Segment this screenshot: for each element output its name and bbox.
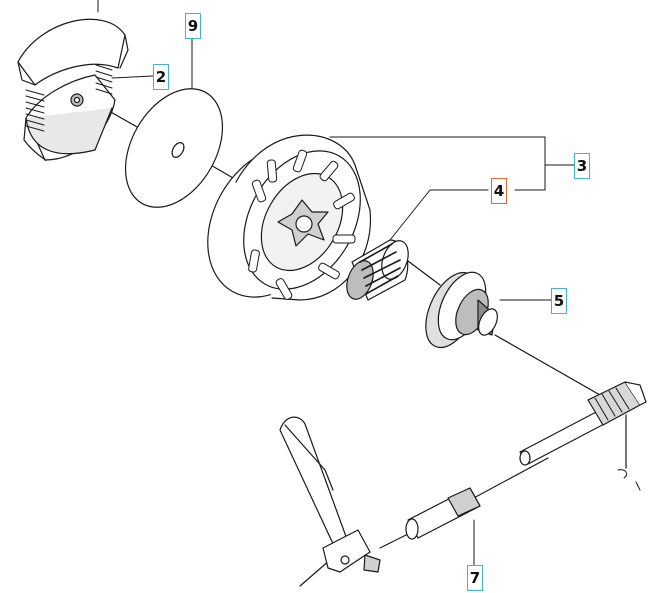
callout-label-3: 3: [574, 153, 590, 179]
callout-label-2: 2: [153, 64, 169, 90]
lever-pin-assembly: [279, 416, 481, 573]
needle-bearing: [346, 239, 409, 301]
washer: [124, 88, 224, 208]
callout-label-5: 5: [551, 288, 567, 314]
clutch-drum: [207, 134, 372, 301]
callout-label-9: 9: [185, 13, 201, 39]
rim-sprocket: [425, 271, 498, 349]
shaft-fragment-right: [617, 469, 641, 491]
drive-shaft: [519, 381, 647, 466]
callout-label-7: 7: [467, 565, 483, 591]
callout-leaders: [97, 0, 576, 567]
clutch-shoe-assembly: [17, 18, 129, 161]
callout-label-4: 4: [491, 178, 507, 204]
